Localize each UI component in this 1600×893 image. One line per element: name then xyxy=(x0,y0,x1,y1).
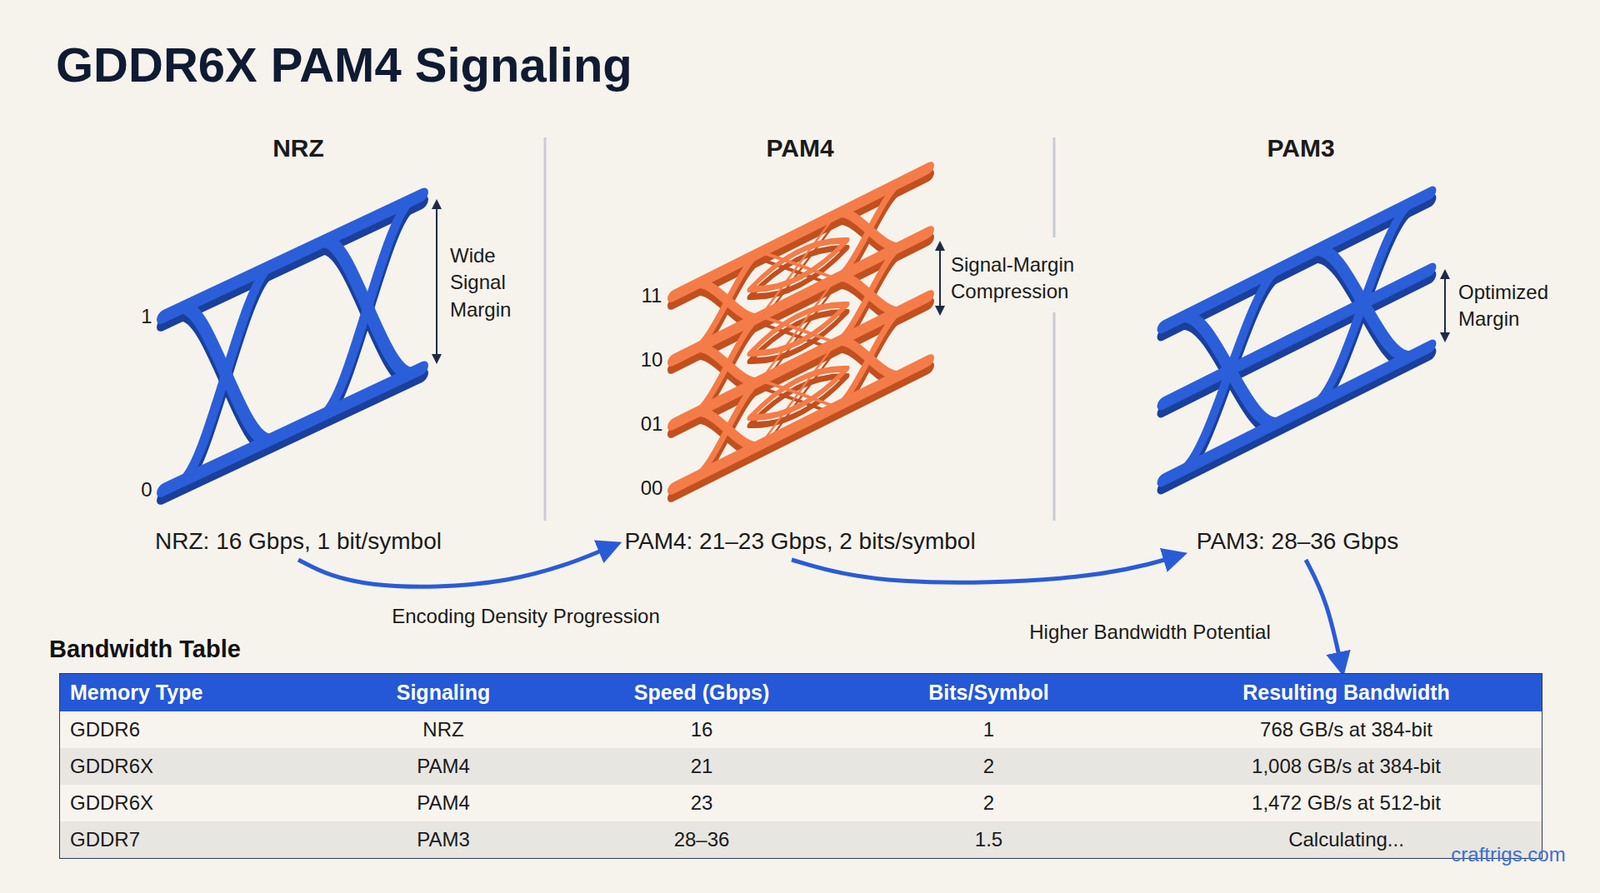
table-cell: GDDR6X xyxy=(60,785,310,822)
pam4-eye-diagram xyxy=(673,168,929,496)
panel-caption: NRZ: 16 Gbps, 1 bit/symbol xyxy=(151,526,445,557)
pam4-eye-face xyxy=(673,168,929,489)
pam3-eye-diagram xyxy=(1163,193,1430,488)
table-cell: 1,008 GB/s at 384-bit xyxy=(1150,748,1542,785)
nrz-eye-face xyxy=(163,195,422,490)
pam3-eye-face xyxy=(1163,193,1430,480)
caption-box: PAM3: 28–36 Gbps xyxy=(1193,526,1402,557)
caption-box: NRZ: 16 Gbps, 1 bit/symbol xyxy=(151,526,445,557)
table-cell: NRZ xyxy=(310,711,577,749)
table-header-cell: Memory Type xyxy=(60,674,310,712)
margin-arrow xyxy=(435,206,438,357)
watermark: craftrigs.com xyxy=(1450,841,1565,869)
table-header-cell: Speed (Gbps) xyxy=(576,674,827,712)
table-cell: 1.5 xyxy=(826,821,1151,859)
level-label: 01 xyxy=(640,410,664,438)
margin-arrow xyxy=(1444,276,1446,335)
level-label: 0 xyxy=(140,476,152,504)
flow-arrow xyxy=(791,555,1182,583)
margin-label: Signal-Margin Compression xyxy=(950,251,1101,306)
nrz-eye-diagram xyxy=(163,195,422,498)
flow-arrow xyxy=(1305,560,1343,671)
table-cell: 2 xyxy=(826,785,1151,822)
table-cell: 23 xyxy=(576,785,827,822)
table-cell: 16 xyxy=(576,711,827,749)
table-header-cell: Resulting Bandwidth xyxy=(1150,674,1542,712)
table-header-cell: Bits/Symbol xyxy=(826,674,1151,712)
table-cell: PAM3 xyxy=(310,821,577,859)
caption-box: PAM4: 21–23 Gbps, 2 bits/symbol xyxy=(620,526,979,557)
table-cell: 768 GB/s at 384-bit xyxy=(1150,711,1542,749)
margin-label: Wide Signal Margin xyxy=(450,242,534,324)
panel-heading: PAM3 xyxy=(1266,131,1335,166)
table-cell: 21 xyxy=(576,748,827,785)
margin-arrow xyxy=(939,248,941,309)
bandwidth-table: Bandwidth TableMemory TypeSignalingSpeed… xyxy=(59,673,1543,860)
table-grid: Memory TypeSignalingSpeed (Gbps)Bits/Sym… xyxy=(60,674,1542,859)
margin-label: Optimized Margin xyxy=(1458,279,1567,334)
table-cell: 28–36 xyxy=(576,821,827,859)
level-label: 1 xyxy=(140,303,152,330)
panel-divider xyxy=(544,137,547,521)
table-cell: PAM4 xyxy=(310,748,577,785)
edge-label: Encoding Density Progression xyxy=(388,605,664,629)
table-cell: GDDR6 xyxy=(60,711,310,749)
diagram-title: GDDR6X PAM4 Signaling xyxy=(55,36,633,93)
table-cell: PAM4 xyxy=(310,785,577,822)
panel-heading: NRZ xyxy=(272,131,325,166)
table-cell: GDDR7 xyxy=(60,821,310,859)
table-heading: Bandwidth Table xyxy=(49,635,241,664)
level-label: 00 xyxy=(640,475,664,502)
table-cell: 2 xyxy=(826,748,1151,785)
table-header-cell: Signaling xyxy=(310,674,577,712)
level-label: 10 xyxy=(640,346,664,374)
edge-label: Higher Bandwidth Potential xyxy=(1025,620,1275,645)
panel-divider xyxy=(1053,137,1056,238)
panel-divider xyxy=(1053,312,1056,521)
panel-caption: PAM4: 21–23 Gbps, 2 bits/symbol xyxy=(620,526,979,557)
panel-heading: PAM4 xyxy=(765,131,834,166)
level-label: 11 xyxy=(641,282,663,310)
table-cell: 1 xyxy=(826,711,1151,749)
table-cell: 1,472 GB/s at 512-bit xyxy=(1150,785,1542,822)
panel-caption: PAM3: 28–36 Gbps xyxy=(1193,526,1402,557)
table-cell: GDDR6X xyxy=(60,748,310,785)
